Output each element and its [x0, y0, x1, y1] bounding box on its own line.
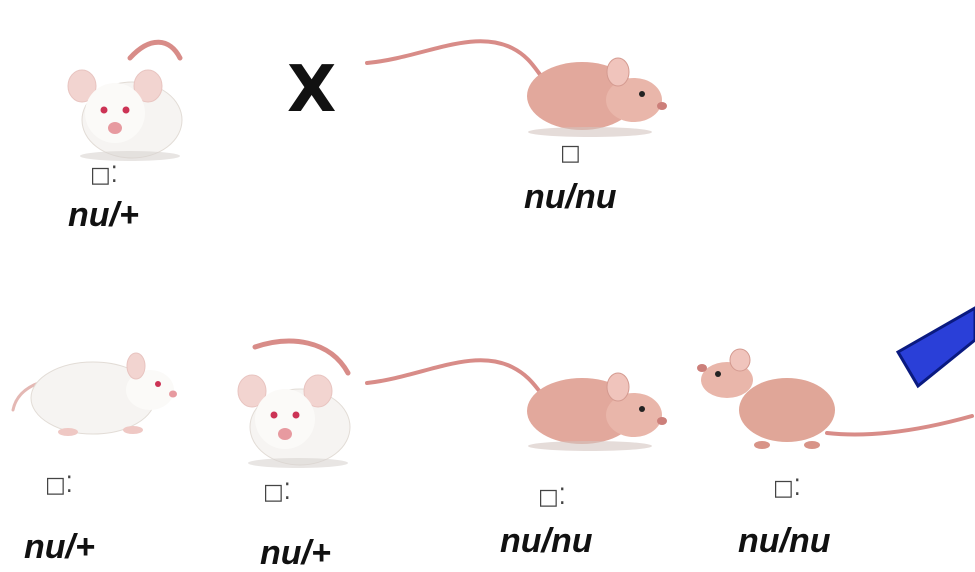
mouse-eye: [271, 412, 278, 419]
offspring-3-sex-symbol: □⁚: [538, 487, 566, 509]
mouse-shadow: [528, 441, 652, 451]
parent-male-nude-mouse: [362, 28, 677, 143]
parent-female-albino-mouse: [60, 28, 185, 163]
offspring-4-genotype: nu/nu: [738, 524, 831, 558]
arrow-body: [898, 308, 975, 386]
parent-1-genotype: nu/+: [68, 198, 139, 232]
mouse-nose: [169, 391, 177, 398]
mouse-ear: [127, 353, 145, 379]
mouse-foot: [804, 441, 820, 449]
mouse-ear: [607, 58, 629, 86]
offspring-2-albino-mouse: [230, 335, 355, 470]
offspring-2-sex-symbol: □⁚: [263, 482, 291, 504]
mouse-tail: [367, 41, 547, 83]
mouse-eye: [639, 406, 645, 412]
mouse-body: [739, 378, 835, 442]
offspring-3-genotype: nu/nu: [500, 524, 593, 558]
blue-arrow-icon: [890, 300, 975, 395]
parent-1-sex-symbol: □⁚: [90, 165, 118, 187]
mouse-eye: [155, 381, 161, 387]
mouse-tail: [255, 341, 348, 373]
mouse-eye: [123, 107, 130, 114]
mouse-shadow: [248, 458, 348, 468]
offspring-2-genotype: nu/+: [260, 536, 331, 570]
parent-2-genotype: nu/nu: [524, 180, 617, 214]
parent-2-sex-symbol: □: [560, 143, 581, 165]
mouse-shadow: [80, 151, 180, 161]
mouse-eye: [639, 91, 645, 97]
offspring-1-albino-mouse: [8, 340, 180, 445]
offspring-3-nude-mouse: [362, 345, 677, 455]
mouse-nose: [278, 428, 292, 440]
mouse-nose: [697, 364, 707, 372]
mouse-nose: [657, 417, 667, 425]
mouse-foot: [754, 441, 770, 449]
cross-symbol: X: [287, 58, 336, 122]
mouse-shadow: [528, 127, 652, 137]
mouse-eye: [101, 107, 108, 114]
mouse-ear: [607, 373, 629, 401]
mouse-tail: [130, 42, 180, 58]
offspring-1-genotype: nu/+: [24, 530, 95, 564]
mouse-nose: [108, 122, 122, 134]
mouse-foot: [123, 426, 143, 434]
mouse-tail: [367, 360, 547, 400]
mouse-tail: [827, 416, 972, 434]
mouse-eye: [715, 371, 721, 377]
offspring-4-sex-symbol: □⁚: [773, 478, 801, 500]
mouse-foot: [58, 428, 78, 436]
offspring-1-sex-symbol: □⁚: [45, 475, 73, 497]
mouse-nose: [657, 102, 667, 110]
mouse-eye: [293, 412, 300, 419]
mouse-ear: [730, 349, 750, 371]
